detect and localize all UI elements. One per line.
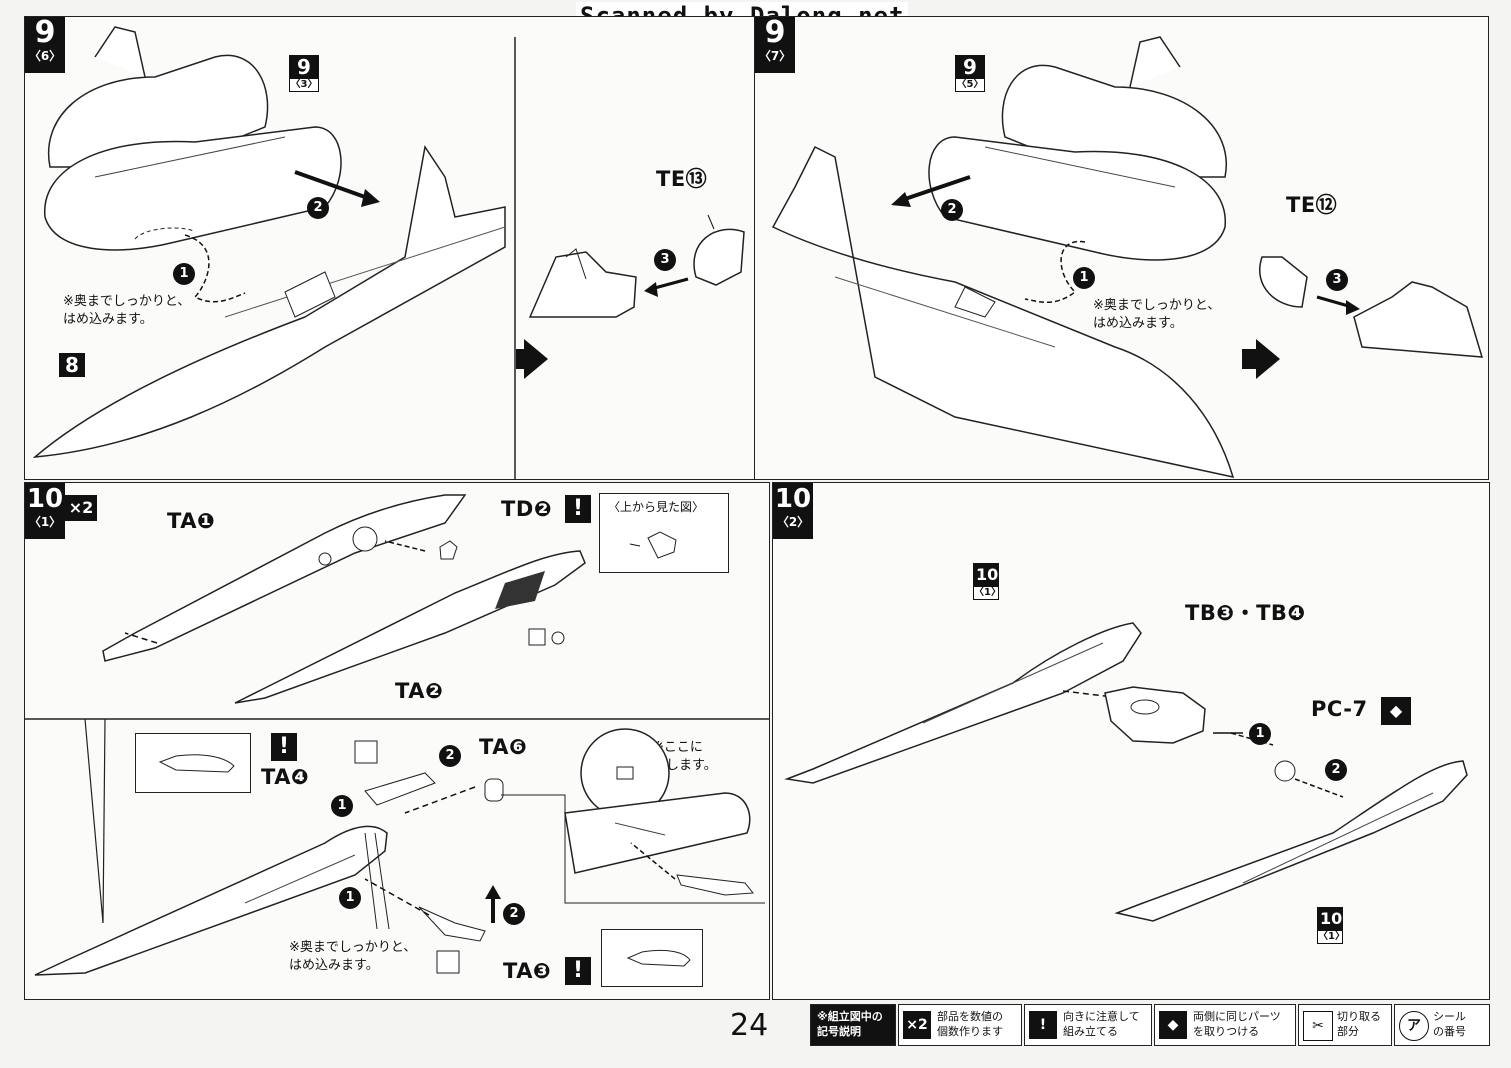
fit-note: ※奥までしっかりと、 はめ込みます。 <box>63 294 191 327</box>
both-sides-icon: ◆ <box>1381 697 1411 725</box>
step-arrow-2: 2 <box>1325 759 1347 781</box>
fighter-body-illustration <box>771 36 1235 479</box>
pod-tip-icon <box>158 754 235 773</box>
pod-joint-illustration <box>784 622 1468 922</box>
fit-note: ※奥までしっかりと、 はめ込みます。 <box>289 940 417 973</box>
legend-item-sticker: ア シール の番号 <box>1394 1004 1490 1046</box>
ref-step-10-1-top: 10 〈1〉 <box>973 563 1001 600</box>
step-badge: 9 〈7〉 <box>755 17 795 73</box>
pod-assembly-lower-illustration <box>34 718 765 976</box>
next-step-arrow <box>516 339 548 379</box>
step-arrow-1b: 1 <box>339 887 361 909</box>
part-label-ta4: TA❹ <box>261 765 310 789</box>
part-label-td2: TD❷ <box>501 497 553 521</box>
caution-icon: ! <box>1029 1011 1057 1039</box>
legend-text: 部品を数値の 個数作ります <box>937 1010 1003 1038</box>
part-label-ta3: TA❸ <box>503 959 552 983</box>
step-arrow-1: 1 <box>173 263 195 285</box>
ref-step-10-1-bottom: 10 〈1〉 <box>1317 907 1345 944</box>
legend-header: ※組立図中の 記号説明 <box>810 1004 896 1046</box>
next-step-arrow <box>1242 339 1280 379</box>
both-sides-icon: ◆ <box>1159 1011 1187 1039</box>
legend-text: 両側に同じパーツ を取りつける <box>1193 1010 1281 1038</box>
part-label-pc7: PC-7 <box>1311 697 1368 721</box>
top-view-part-icon <box>629 531 677 559</box>
nose-cone-illustration <box>1259 256 1484 358</box>
step-9-7-panel: 9 〈7〉 9 〈5〉 2 1 ※奥までしっかりと、 はめ込みます。 <box>754 16 1244 480</box>
sticker-icon: ア <box>1399 1011 1429 1041</box>
cut-icon: ✂ <box>1303 1011 1333 1041</box>
step-arrow-1: 1 <box>331 795 353 817</box>
step-badge: 10 〈1〉 <box>25 483 65 539</box>
legend-item-both-sides: ◆ 両側に同じパーツ を取りつける <box>1154 1004 1296 1046</box>
step-10-1-panel: 10 〈1〉 ×2 TA❶ TD❷ ! 〈上から見た図〉 TA❷ ! TA❹ T… <box>24 482 770 1000</box>
part-label-te13: TE⑬ <box>656 167 708 191</box>
part-label-te12: TE⑫ <box>1286 193 1338 217</box>
ref-step-8: 8 <box>59 353 85 377</box>
legend-text: シール の番号 <box>1433 1010 1466 1038</box>
part-label-ta6: TA❻ <box>479 735 528 759</box>
step-badge: 10 〈2〉 <box>773 483 813 539</box>
legend-item-cut: ✂ 切り取る 部分 <box>1298 1004 1392 1046</box>
multiplier-badge: ×2 <box>65 495 97 521</box>
part-view-box-1 <box>135 733 251 793</box>
top-view-label: 〈上から見た図〉 <box>608 500 705 514</box>
caution-icon: ! <box>565 495 591 523</box>
part-label-ta1: TA❶ <box>167 509 216 533</box>
legend-header-text: ※組立図中の 記号説明 <box>817 1010 883 1038</box>
pod-tip-icon <box>626 949 691 967</box>
step-badge: 9 〈6〉 <box>25 17 65 73</box>
step-arrow-1: 1 <box>1073 267 1095 289</box>
legend-text: 切り取る 部分 <box>1337 1010 1381 1038</box>
caution-icon: ! <box>565 957 591 985</box>
step-arrow-3: 3 <box>654 249 676 271</box>
step-arrow-2: 2 <box>307 197 329 219</box>
legend-text: 向きに注意して 組み立てる <box>1063 1010 1140 1038</box>
step-9-6-detail-panel: TE⑬ 3 <box>516 16 755 480</box>
caution-icon: ! <box>271 733 297 761</box>
part-label-tb3-tb4: TB❸・TB❹ <box>1185 601 1306 625</box>
step-arrow-2: 2 <box>941 199 963 221</box>
nose-cone-illustration <box>528 214 745 318</box>
step-arrow-3: 3 <box>1326 269 1348 291</box>
step-9-7-detail-panel: TE⑫ 3 <box>1242 16 1489 480</box>
top-view-box: 〈上から見た図〉 <box>599 493 729 573</box>
multiply-icon: ×2 <box>903 1011 931 1039</box>
ref-step-9-3: 9 〈3〉 <box>289 55 319 92</box>
page-number: 24 <box>730 1008 769 1043</box>
fit-note: ※奥までしっかりと、 はめ込みます。 <box>1093 298 1221 331</box>
fighter-body-illustration <box>32 26 516 479</box>
legend-item-caution: ! 向きに注意して 組み立てる <box>1024 1004 1152 1046</box>
part-label-ta2: TA❷ <box>395 679 444 703</box>
pod-assembly-upper-illustration <box>25 494 769 720</box>
legend-item-multiply: ×2 部品を数値の 個数作ります <box>898 1004 1022 1046</box>
step-9-6-panel: 9 〈6〉 9 〈3〉 8 2 1 ※奥までしっかりと、 はめ込みます。 <box>24 16 518 480</box>
step-10-2-panel: 10 〈2〉 10 〈1〉 10 〈1〉 TB❸・TB❹ PC-7 ◆ 1 2 <box>772 482 1490 1000</box>
part-view-box-2 <box>601 929 703 987</box>
step-arrow-2: 2 <box>439 745 461 767</box>
ref-step-9-5: 9 〈5〉 <box>955 55 985 92</box>
step-arrow-2b: 2 <box>503 903 525 925</box>
